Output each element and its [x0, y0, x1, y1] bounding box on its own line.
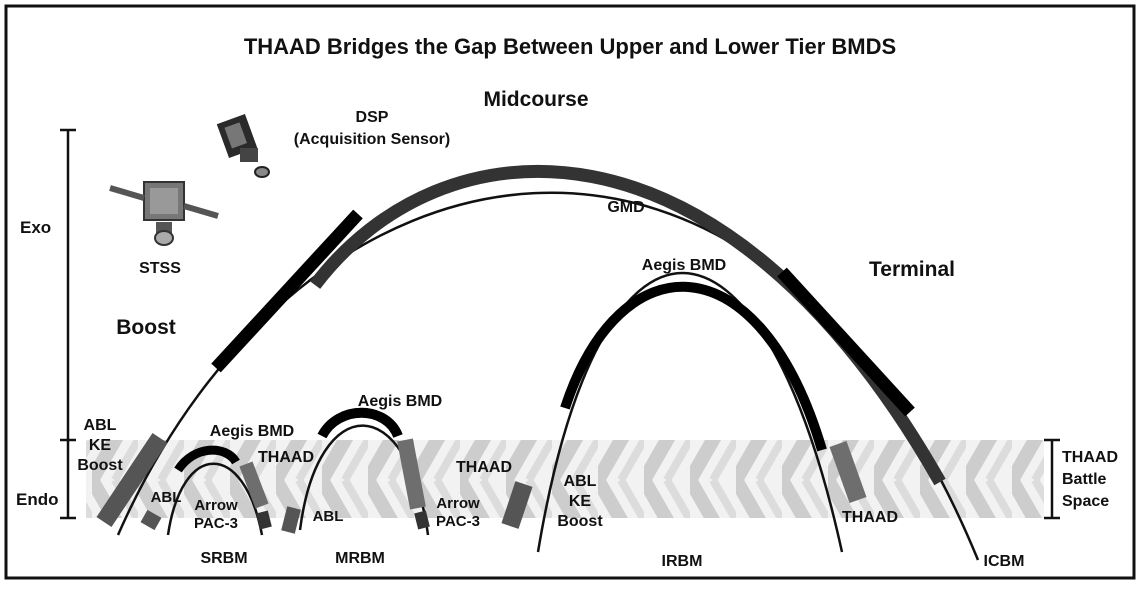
- srbm-label: SRBM: [200, 550, 247, 567]
- battle-space-line2: Battle: [1062, 471, 1107, 488]
- thaad-srbm-band: [239, 461, 269, 509]
- aegis-srbm-band: [174, 445, 240, 473]
- exo-label: Exo: [20, 218, 51, 237]
- thaad-icbm-label: THAAD: [842, 509, 898, 526]
- diagram-title: THAAD Bridges the Gap Between Upper and …: [244, 34, 896, 59]
- arrow-mrbm-label: Arrow: [436, 495, 480, 512]
- mrbm-label: MRBM: [335, 550, 385, 567]
- gmd-label: GMD: [607, 199, 644, 216]
- boost-interceptor-band: [211, 209, 363, 373]
- pac3-mrbm-label: PAC-3: [436, 513, 480, 530]
- abl-ke-irbm-line1: ABL: [564, 473, 597, 490]
- abl-ke-left-line1: ABL: [84, 417, 117, 434]
- battle-space-line1: THAAD: [1062, 449, 1118, 466]
- dsp-sublabel: (Acquisition Sensor): [294, 131, 450, 148]
- thaad-srbm-label: THAAD: [258, 449, 314, 466]
- stss-label: STSS: [139, 260, 181, 277]
- abl-mrbm-band: [281, 506, 301, 534]
- abl-ke-irbm-band: [501, 481, 533, 529]
- aegis-mrbm-label: Aegis BMD: [358, 393, 442, 410]
- endo-label: Endo: [16, 490, 59, 509]
- abl-ke-irbm-line2: KE: [569, 493, 592, 510]
- battle-space-bracket: [1044, 438, 1060, 520]
- thaad-mrbm-label: THAAD: [456, 459, 512, 476]
- aegis-irbm-label: Aegis BMD: [642, 257, 726, 274]
- pac3-srbm-label: PAC-3: [194, 515, 238, 532]
- battle-space-line3: Space: [1062, 493, 1109, 510]
- abl-srbm-band: [140, 509, 162, 531]
- irbm-label: IRBM: [662, 553, 703, 570]
- srbm-trajectory: [166, 462, 264, 536]
- terminal-label: Terminal: [869, 258, 955, 281]
- dsp-satellite-icon: [216, 113, 270, 178]
- thaad-icbm-band: [829, 440, 867, 504]
- abl-srbm-label: ABL: [151, 489, 182, 506]
- abl-ke-left-band: [96, 433, 168, 527]
- aegis-irbm-band: [560, 281, 827, 452]
- terminal-interceptor-band: [777, 267, 915, 417]
- boost-label: Boost: [116, 316, 176, 339]
- arrow-srbm-label: Arrow: [194, 497, 238, 514]
- stss-satellite-icon: [109, 181, 219, 246]
- abl-ke-left-line2: KE: [89, 437, 112, 454]
- altitude-bracket: [60, 128, 76, 520]
- irbm-trajectory: [536, 272, 844, 553]
- aegis-mrbm-band: [317, 407, 403, 439]
- icbm-label: ICBM: [984, 553, 1025, 570]
- midcourse-label: Midcourse: [483, 88, 588, 111]
- abl-ke-left-line3: Boost: [77, 457, 123, 474]
- abl-mrbm-label: ABL: [313, 508, 344, 525]
- arrow-mrbm-band: [414, 510, 430, 530]
- dsp-label: DSP: [356, 109, 389, 126]
- abl-ke-irbm-line3: Boost: [557, 513, 603, 530]
- arrow-srbm-band: [256, 510, 272, 530]
- thaad-mrbm-band: [397, 438, 426, 510]
- aegis-srbm-label: Aegis BMD: [210, 423, 294, 440]
